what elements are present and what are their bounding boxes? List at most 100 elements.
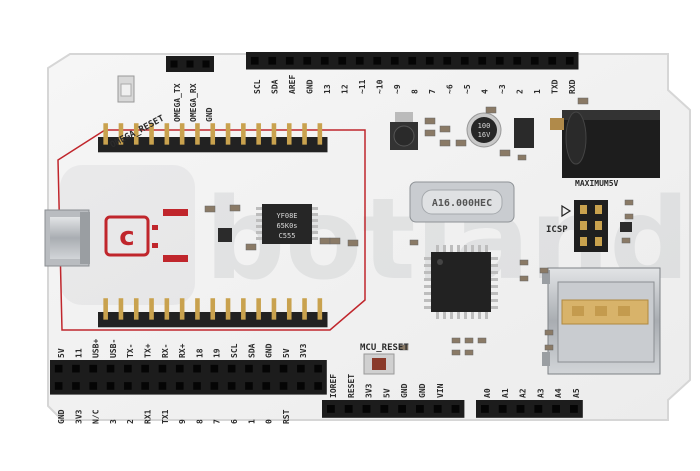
bottom-expansion-socket [245, 364, 253, 373]
bottom-expansion-socket [245, 382, 253, 390]
omega-bottom-pin [286, 298, 292, 320]
icsp-pin [595, 221, 602, 230]
icsp-pin [580, 237, 587, 246]
top-digital-label: 12 [341, 84, 350, 94]
voltage-regulator [390, 112, 418, 150]
omega-bottom-pin [241, 298, 246, 320]
bottom-expansion-socket [210, 382, 219, 390]
smd-part [319, 237, 331, 245]
top-digital-label: SCL [253, 79, 262, 94]
smd-part [424, 117, 436, 125]
omega-reset-button[interactable] [117, 75, 135, 103]
omega-uart-label: OMEGA_RX [189, 83, 198, 122]
top-digital-socket [565, 56, 574, 65]
power-socket [344, 404, 353, 413]
bottom-expansion-socket [141, 382, 149, 390]
bottom-expansion-socket [297, 382, 305, 390]
power-label: 3V3 [365, 383, 374, 398]
top-digital-label: ~6 [446, 84, 455, 94]
top-digital-socket [425, 56, 434, 65]
bottom-expansion-label: SCL [230, 343, 239, 358]
top-digital-socket [460, 56, 469, 65]
mcu-reset-button[interactable] [363, 353, 395, 375]
bottom-expansion-label: 18 [195, 348, 204, 358]
top-digital-label: 13 [323, 84, 332, 94]
micro-usb-port[interactable] [44, 209, 90, 267]
bottom-expansion-socket [106, 364, 115, 373]
top-digital-socket [303, 56, 312, 65]
chip-text-2: 65K0s [276, 222, 297, 230]
smd-part [439, 125, 451, 133]
bottom-expansion-socket [262, 382, 271, 390]
bottom-expansion-label: 11 [74, 348, 83, 358]
bottom-expansion-socket [72, 382, 80, 390]
icsp-body [574, 200, 608, 252]
top-digital-label: 7 [428, 89, 437, 94]
omega-top-pin [317, 123, 323, 145]
smd-components [204, 97, 634, 356]
bottom-expansion-socket [141, 364, 149, 373]
bottom-expansion-socket [193, 364, 201, 373]
top-digital-socket [268, 56, 277, 65]
bottom-expansion-socket [106, 382, 115, 390]
smd-part [517, 154, 527, 161]
top-digital-label: ~5 [463, 84, 472, 94]
smd-part [204, 205, 216, 213]
omega-uart-header [166, 56, 214, 72]
omega-uart-label: OMEGA_TX [173, 83, 182, 122]
omega-top-pin [195, 123, 200, 145]
top-digital-label: 4 [481, 89, 490, 94]
smd-part [621, 237, 631, 244]
omega-uart-label: GND [205, 107, 214, 122]
power-socket [362, 404, 371, 413]
bottom-expansion-socket [279, 382, 288, 390]
bottom-expansion-socket [262, 364, 271, 373]
mcu-chip [424, 245, 498, 319]
top-digital-socket [530, 56, 539, 65]
omega-bottom-pin [256, 298, 261, 320]
smd-part [544, 344, 554, 351]
smd-part [455, 139, 467, 147]
onion-logo: c [104, 209, 188, 262]
bottom-expansion-socket [89, 382, 98, 390]
analog-label: A1 [501, 388, 510, 398]
cap-text-1: 100 [478, 122, 491, 130]
smd-part [451, 337, 461, 344]
power-label: IOREF [329, 374, 338, 398]
smd-part [539, 267, 549, 274]
omega-top-pin [164, 123, 170, 145]
top-digital-header [246, 52, 579, 70]
top-digital-socket [390, 56, 399, 65]
icsp-pin [580, 205, 587, 214]
power-socket [433, 404, 442, 413]
analog-label: A2 [519, 388, 528, 398]
bottom-expansion-label: TX- [126, 344, 135, 358]
chip-text-3: C555 [279, 232, 296, 240]
icsp-pin [580, 221, 587, 230]
smd-transistor [620, 222, 632, 232]
analog-socket [480, 404, 489, 413]
svg-text:c: c [119, 222, 134, 252]
top-digital-label: ~10 [376, 79, 385, 94]
omega-top-pin [149, 123, 154, 145]
power-label: VIN [436, 383, 445, 398]
bottom-expansion-socket [89, 364, 98, 373]
usb-a-port[interactable] [542, 267, 661, 375]
smd-part [229, 204, 241, 212]
top-digital-label: AREF [288, 75, 297, 94]
top-digital-socket [285, 56, 294, 65]
bottom-expansion-socket [54, 382, 63, 390]
power-socket [415, 404, 424, 413]
smd-part [424, 129, 436, 137]
smd-part [477, 337, 487, 344]
omega-header-bottom [98, 298, 328, 328]
power-socket [398, 404, 407, 413]
bottom-expansion-label: USB- [109, 339, 118, 358]
maximum-label: MAXIMUM5V [575, 179, 619, 188]
crystal-label: A16.000HEC [432, 198, 492, 209]
bottom-expansion-header [50, 360, 327, 395]
omega-top-pin [179, 123, 185, 145]
dc-power-jack[interactable] [550, 110, 660, 178]
top-digital-socket [443, 56, 452, 65]
omega-top-pin [302, 123, 307, 145]
